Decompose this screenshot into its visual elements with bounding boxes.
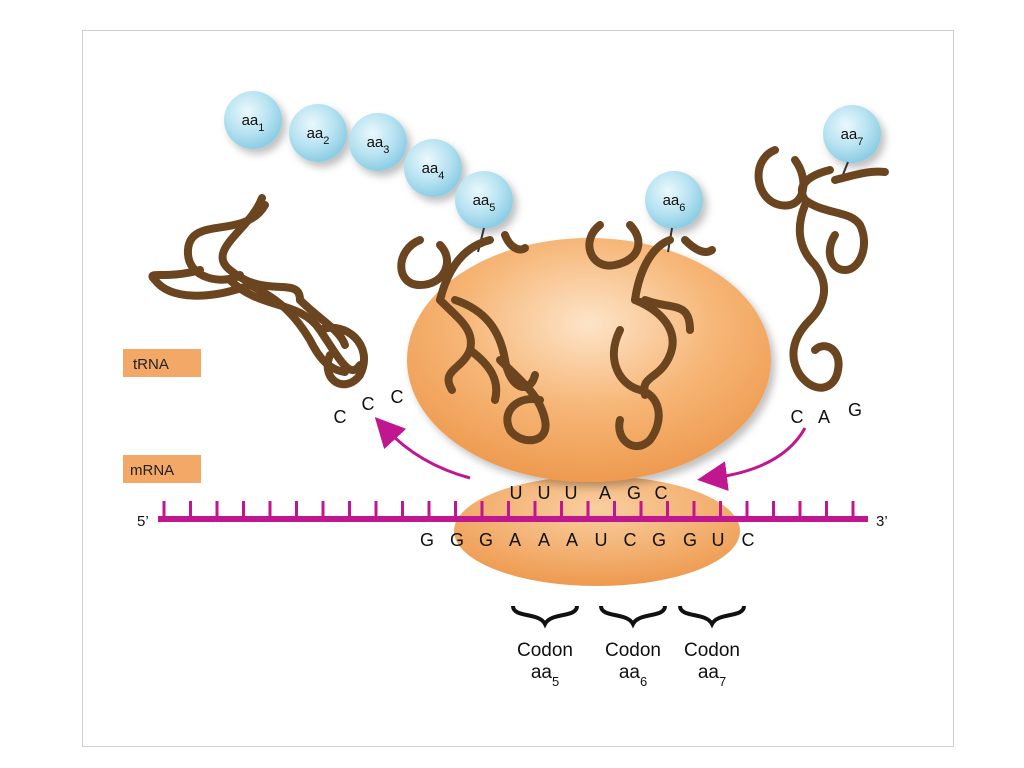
amino-acid-3 bbox=[349, 113, 407, 171]
five-prime-label: 5’ bbox=[137, 513, 149, 530]
anticodon-base: A bbox=[599, 483, 611, 503]
mrna-base: U bbox=[595, 530, 608, 550]
codon-label-2: Codon bbox=[605, 640, 661, 661]
amino-acid-label-1: aa1 bbox=[242, 112, 265, 134]
mrna-label-box bbox=[123, 455, 201, 483]
amino-acid-label-5: aa5 bbox=[473, 192, 496, 214]
trna-site-p bbox=[397, 231, 550, 445]
anticodon-base: G bbox=[627, 483, 641, 503]
amino-acid-2 bbox=[289, 104, 347, 162]
amino-acid-label-6: aa6 bbox=[663, 192, 686, 214]
mrna-base: G bbox=[683, 530, 697, 550]
anticodon-base: C bbox=[334, 407, 347, 427]
amino-acid-4 bbox=[404, 139, 462, 197]
codon-label-1: Codon bbox=[517, 640, 573, 661]
amino-acid-label-3: aa3 bbox=[367, 134, 390, 156]
amino-acid-chain: aa1 aa2 aa3 aa4 aa5 aa6 aa7 bbox=[224, 91, 881, 253]
codon-aa-label-1: aa5 bbox=[531, 662, 559, 689]
mrna-base: G bbox=[420, 530, 434, 550]
mrna-base: U bbox=[712, 530, 725, 550]
trna-site-a bbox=[585, 221, 716, 450]
amino-acid-6 bbox=[645, 171, 703, 229]
anticodon-base: C bbox=[362, 394, 375, 414]
anticodon-base: U bbox=[510, 483, 523, 503]
amino-acid-1 bbox=[224, 91, 282, 149]
codon-brace-3 bbox=[678, 605, 746, 629]
mrna-base: G bbox=[479, 530, 493, 550]
codon-label-3: Codon bbox=[684, 640, 740, 661]
amino-acid-label-7: aa7 bbox=[841, 126, 864, 148]
amino-acid-5 bbox=[455, 171, 513, 229]
trna-incoming bbox=[754, 146, 889, 392]
amino-acid-label-4: aa4 bbox=[422, 160, 445, 182]
mrna-base: G bbox=[450, 530, 464, 550]
three-prime-label: 3’ bbox=[876, 513, 888, 530]
anticodon-base: G bbox=[848, 400, 862, 420]
amino-acid-label-2: aa2 bbox=[307, 125, 330, 147]
codon-brace-1 bbox=[511, 605, 579, 629]
anticodon-base: U bbox=[538, 483, 551, 503]
codon-aa-label-3: aa7 bbox=[698, 662, 726, 689]
exit-arrow bbox=[374, 416, 471, 480]
anticodon-base: C bbox=[391, 387, 404, 407]
mrna-base: C bbox=[624, 530, 637, 550]
mrna-base: A bbox=[509, 530, 521, 550]
mrna-base: A bbox=[566, 530, 578, 550]
trna-leaving bbox=[148, 194, 368, 389]
mrna-base: A bbox=[538, 530, 550, 550]
anticodon-base: C bbox=[791, 407, 804, 427]
amino-acid-7 bbox=[823, 105, 881, 163]
entry-arrow bbox=[697, 427, 807, 492]
trna-label: tRNA bbox=[133, 356, 169, 373]
anticodon-base: A bbox=[818, 407, 830, 427]
anticodon-base: C bbox=[655, 483, 668, 503]
mrna-strand bbox=[158, 501, 868, 522]
codon-brace-2 bbox=[599, 605, 667, 629]
trna-label-box bbox=[123, 349, 201, 377]
ribosome-large-subunit bbox=[407, 238, 771, 482]
mrna-label: mRNA bbox=[130, 462, 174, 479]
mrna-base: G bbox=[652, 530, 666, 550]
codon-aa-label-2: aa6 bbox=[619, 662, 647, 689]
anticodon-base: U bbox=[565, 483, 578, 503]
mrna-base: C bbox=[742, 530, 755, 550]
